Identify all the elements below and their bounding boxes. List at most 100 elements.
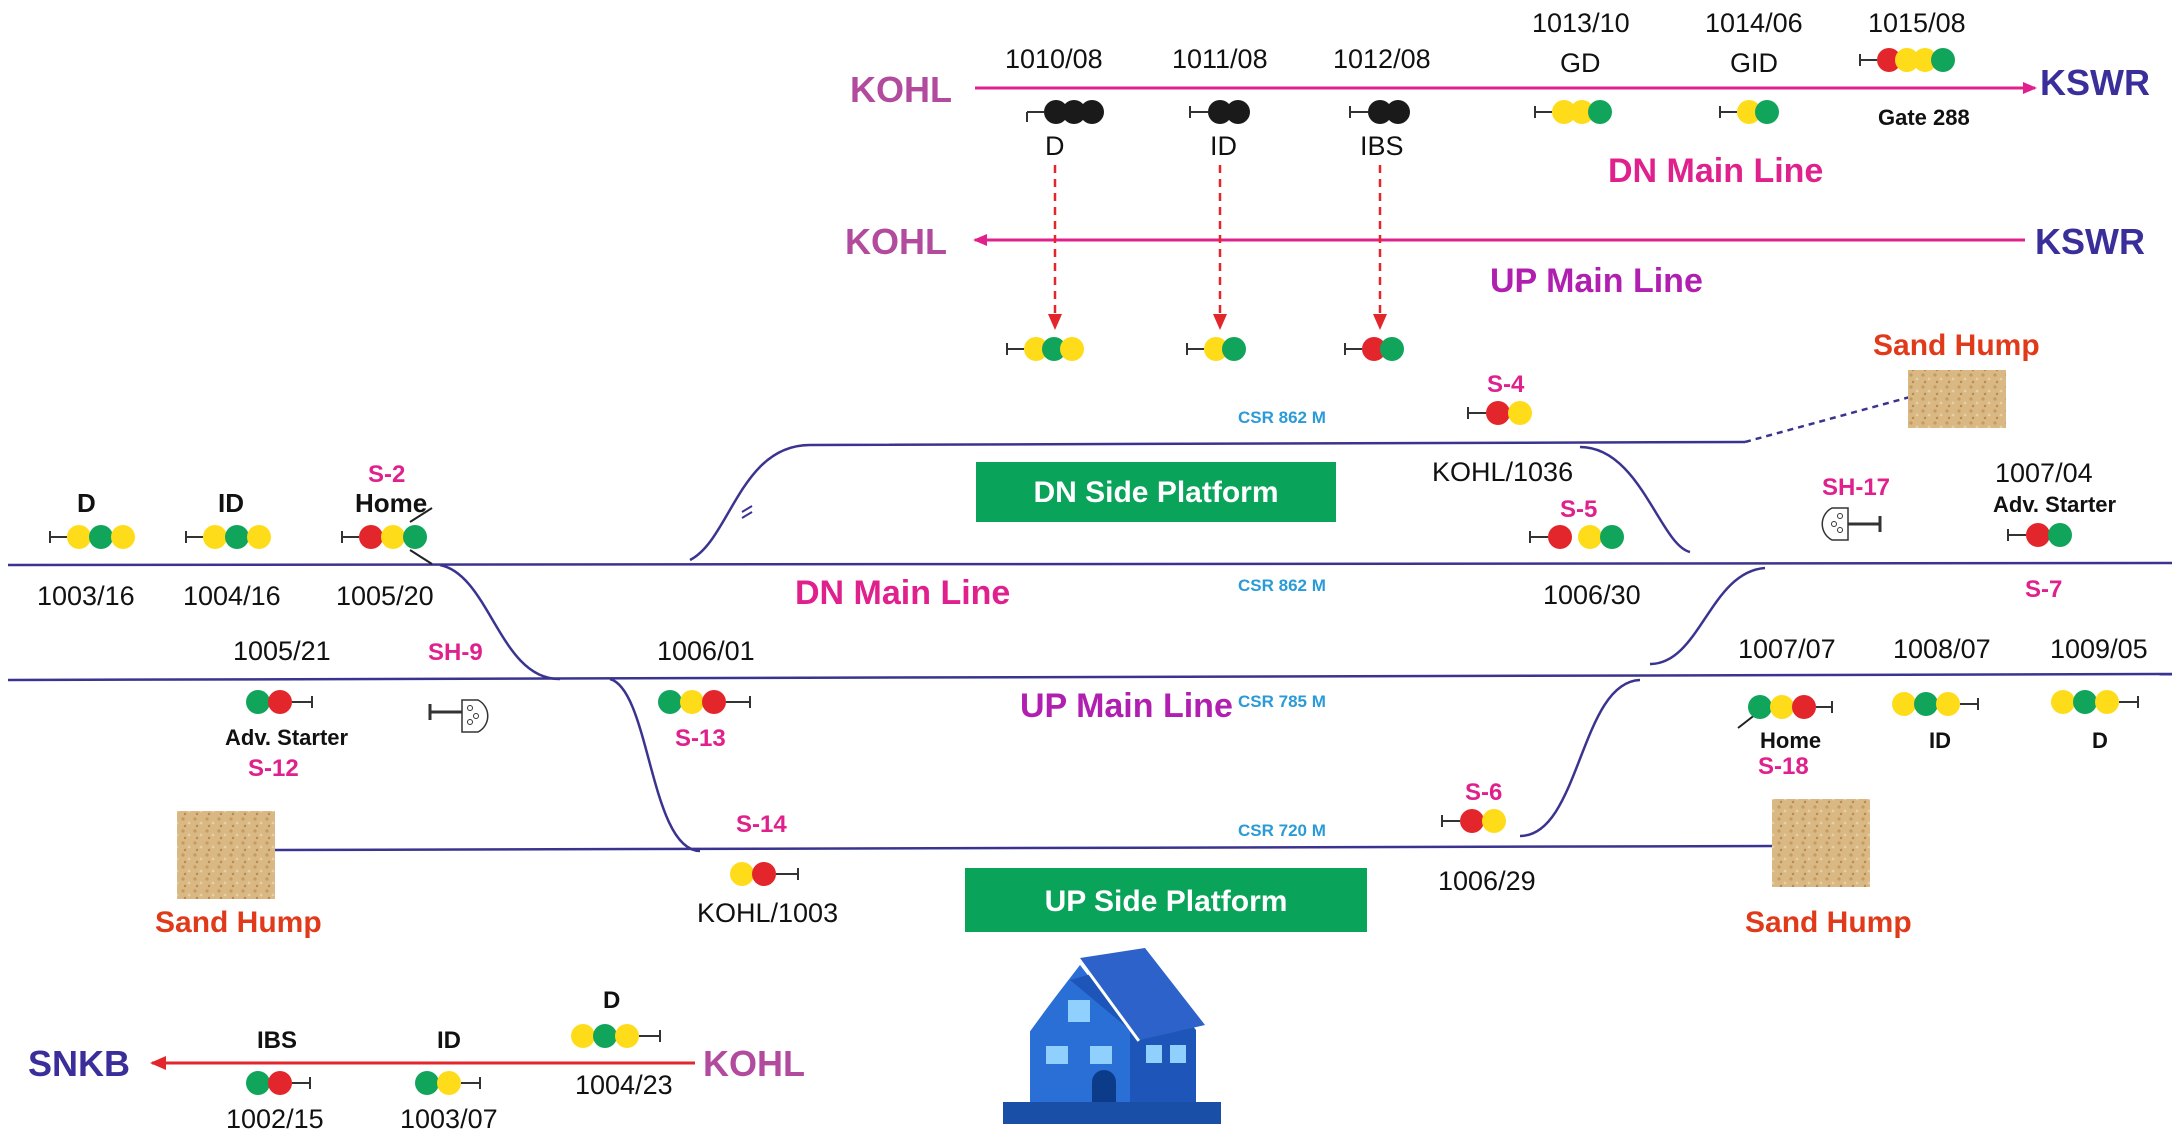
shunt-signal-sh9: SH-9 xyxy=(428,639,489,733)
signal-id: S-2 xyxy=(368,461,405,488)
sand-hump-label: Sand Hump xyxy=(155,906,322,939)
sand-hump-label: Sand Hump xyxy=(1873,329,2040,362)
aspect-lamp xyxy=(680,690,704,714)
aspect-lamp xyxy=(1482,809,1506,833)
aspect-lamp xyxy=(1486,401,1510,425)
signal-number: 1005/21 xyxy=(233,636,331,666)
aspect-lamp xyxy=(203,525,227,549)
dn-main-line-label: DN Main Line xyxy=(795,574,1010,612)
aspect-lamp xyxy=(1208,100,1232,124)
signal-number: 1013/10 xyxy=(1532,8,1630,38)
signal-s5: S-5 1006/30 xyxy=(1529,496,1641,610)
aspect-lamp xyxy=(1588,100,1612,124)
shunt-disc-icon xyxy=(1821,507,1849,541)
aspect-lamp xyxy=(2026,523,2050,547)
aspect-lamp xyxy=(437,1071,461,1095)
aspect-lamp xyxy=(111,525,135,549)
aspect-lamp xyxy=(1508,401,1532,425)
signal-label: Home xyxy=(1760,728,1821,753)
signal-1011-08: 1011/08 ID xyxy=(1172,44,1268,161)
signal-number: 1003/16 xyxy=(37,581,135,611)
dn-side-platform: DN Side Platform xyxy=(976,462,1336,522)
signal-label: GID xyxy=(1730,48,1778,78)
signal-number: 1010/08 xyxy=(1005,44,1103,74)
signal-1010-08: 1010/08 D xyxy=(1005,44,1104,161)
aspect-lamp xyxy=(1042,337,1066,361)
aspect-lamp xyxy=(593,1024,617,1048)
signal-label: D xyxy=(2092,728,2108,753)
track-break-mark xyxy=(741,511,753,519)
aspect-lamp xyxy=(730,862,754,886)
signal-label: Adv. Starter xyxy=(225,725,349,750)
station-kohl-top: KOHL xyxy=(850,69,952,110)
aspect-lamp xyxy=(1204,337,1228,361)
aspect-lamp xyxy=(246,690,270,714)
platform-label: DN Side Platform xyxy=(1033,476,1278,509)
signal-id: S-13 xyxy=(675,725,726,752)
track-break-mark xyxy=(741,505,753,513)
signal-number: KOHL/1003 xyxy=(697,898,838,928)
signal-number: 1009/05 xyxy=(2050,634,2148,664)
signal-number: 1008/07 xyxy=(1893,634,1991,664)
aspect-lamp xyxy=(381,525,405,549)
aspect-lamp xyxy=(752,862,776,886)
aspect-lamp xyxy=(1877,48,1901,72)
signal-id: S-7 xyxy=(2025,576,2062,603)
aspect-lamp xyxy=(1024,337,1048,361)
station-kswr-top: KSWR xyxy=(2040,62,2150,103)
aspect-lamp xyxy=(1892,692,1916,716)
signal-label: D xyxy=(1045,131,1065,161)
aspect-lamp xyxy=(67,525,91,549)
aspect-lamp xyxy=(1226,100,1250,124)
signal-number: 1006/29 xyxy=(1438,866,1536,896)
signal-label: Gate 288 xyxy=(1878,105,1970,130)
signal-1012-08: 1012/08 IBS xyxy=(1333,44,1431,161)
signal-home-s18: 1007/07 Home S-18 xyxy=(1737,634,1836,780)
signal-d-1009-05: 1009/05 D xyxy=(2050,634,2148,753)
aspect-lamp xyxy=(1080,100,1104,124)
station-kswr-up: KSWR xyxy=(2035,221,2145,262)
signal-number: KOHL/1036 xyxy=(1432,457,1573,487)
signal-number: 1006/30 xyxy=(1543,580,1641,610)
aspect-lamp xyxy=(1380,337,1404,361)
aspect-lamp xyxy=(268,1071,292,1095)
aspect-lamp xyxy=(1755,100,1779,124)
signal-s6: S-6 1006/29 xyxy=(1438,779,1536,896)
signal-s4: S-4 KOHL/1036 xyxy=(1432,371,1573,487)
aspect-lamp xyxy=(1570,100,1594,124)
signal-number: 1003/07 xyxy=(400,1104,498,1134)
signal-number: 1006/01 xyxy=(657,636,755,666)
up-main-line-label-top: UP Main Line xyxy=(1490,262,1703,300)
signal-1015-08: 1015/08 Gate 288 xyxy=(1859,8,1970,130)
aspect-lamp xyxy=(1737,100,1761,124)
aspect-lamp xyxy=(1936,692,1960,716)
aspect-lamp xyxy=(1386,100,1410,124)
sand-hump-label: Sand Hump xyxy=(1745,906,1912,939)
aspect-lamp xyxy=(1914,692,1938,716)
signal-label: ID xyxy=(1929,728,1951,753)
signal-number: 1007/07 xyxy=(1738,634,1836,664)
aspect-lamp xyxy=(702,690,726,714)
aspect-lamp xyxy=(225,525,249,549)
sand-hump-right-bottom: Sand Hump xyxy=(1745,799,1912,939)
signal-id: S-5 xyxy=(1560,496,1597,523)
aspect-lamp xyxy=(1062,100,1086,124)
signal-label: ID xyxy=(1210,131,1237,161)
aspect-lamp xyxy=(1222,337,1246,361)
station-kohl-up: KOHL xyxy=(845,221,947,262)
yard-tracks xyxy=(7,440,2173,853)
signal-id-1004-16: ID 1004/16 xyxy=(183,488,281,611)
aspect-lamp xyxy=(1362,337,1386,361)
signal-number: 1012/08 xyxy=(1333,44,1431,74)
signal-label: D xyxy=(77,488,96,518)
aspect-lamp xyxy=(1895,48,1919,72)
signal-id: S-14 xyxy=(736,811,787,838)
up-main-line-label: UP Main Line xyxy=(1020,687,1233,725)
up-side-platform: UP Side Platform xyxy=(965,868,1367,932)
aspect-lamp xyxy=(403,525,427,549)
aspect-lamp xyxy=(615,1024,639,1048)
aspect-lamp xyxy=(268,690,292,714)
signal-number: 1014/06 xyxy=(1705,8,1803,38)
signal-number: 1005/20 xyxy=(336,581,434,611)
